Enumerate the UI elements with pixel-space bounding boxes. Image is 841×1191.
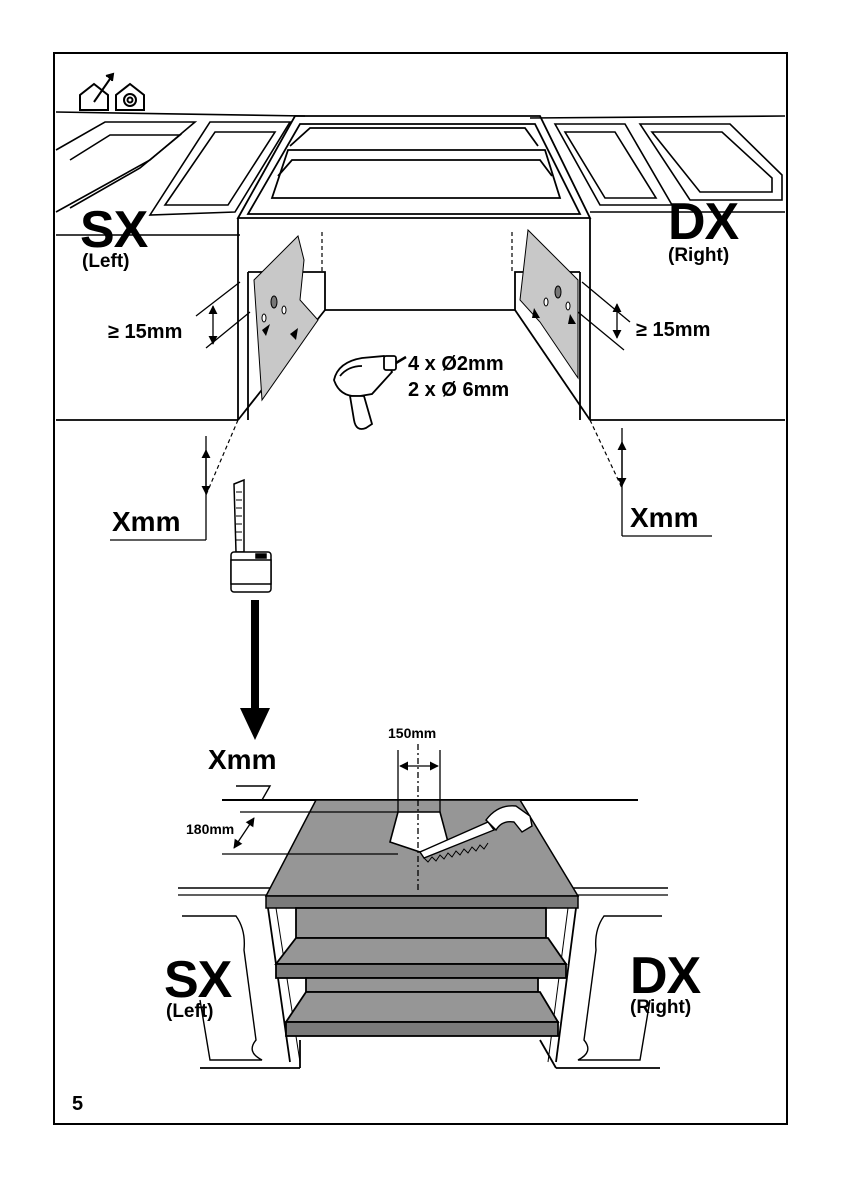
cutout-depth-label: 180mm bbox=[186, 822, 234, 836]
left-side-panel bbox=[254, 236, 318, 400]
top-left-measure: Xmm bbox=[112, 508, 180, 536]
right-side-panel bbox=[520, 230, 578, 378]
hood-canopy bbox=[238, 116, 590, 218]
top-left-code: SX bbox=[80, 204, 147, 256]
cutout-width-label: 150mm bbox=[388, 726, 436, 740]
bottom-right-name: (Right) bbox=[630, 998, 691, 1017]
down-arrow bbox=[240, 600, 270, 740]
drill-spec-small: 4 x Ø2mm bbox=[408, 354, 504, 374]
top-right-name: (Right) bbox=[668, 246, 729, 265]
bottom-left-code: SX bbox=[164, 954, 231, 1006]
left-gap-dimension bbox=[196, 282, 250, 348]
measure-brackets-top bbox=[110, 428, 712, 540]
bottom-measure: Xmm bbox=[208, 746, 276, 774]
top-right-measure: Xmm bbox=[630, 504, 698, 532]
top-left-name: (Left) bbox=[82, 252, 129, 271]
bottom-left-name: (Left) bbox=[166, 1002, 213, 1021]
bottom-right-code: DX bbox=[630, 950, 700, 1002]
right-min-gap-label: ≥ 15mm bbox=[636, 320, 710, 340]
right-gap-dimension bbox=[578, 282, 630, 350]
drill-spec-large: 2 x Ø 6mm bbox=[408, 380, 509, 400]
top-right-code: DX bbox=[668, 196, 738, 248]
tape-measure-icon bbox=[231, 480, 271, 592]
house-arrow-up-icon bbox=[80, 74, 113, 110]
house-recirculation-icon bbox=[116, 84, 144, 110]
left-min-gap-label: ≥ 15mm bbox=[108, 322, 182, 342]
page-number: 5 bbox=[72, 1094, 83, 1114]
drill-icon bbox=[334, 356, 406, 429]
